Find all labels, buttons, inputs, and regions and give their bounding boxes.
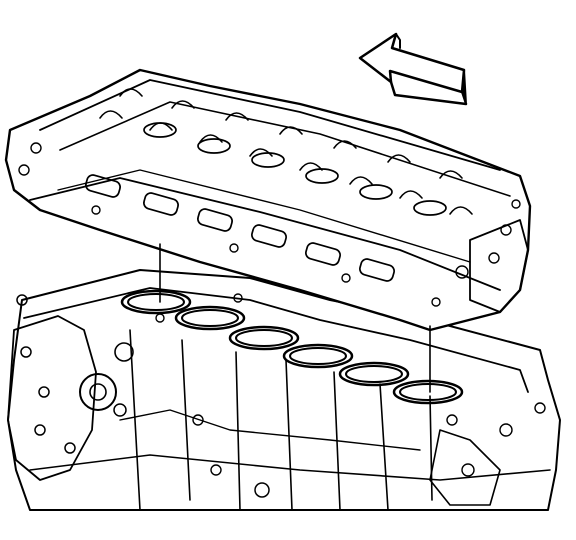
bore-5	[338, 361, 410, 387]
bore-4	[282, 343, 354, 369]
engine-block	[7, 269, 561, 511]
bore-1	[120, 289, 192, 315]
cylinder-bores	[120, 289, 464, 405]
bore-6	[392, 379, 464, 405]
direction-arrow-icon	[358, 32, 468, 106]
bore-3	[228, 325, 300, 351]
cylinder-head	[4, 68, 532, 332]
bore-2	[174, 305, 246, 331]
guide-lines	[159, 243, 431, 393]
